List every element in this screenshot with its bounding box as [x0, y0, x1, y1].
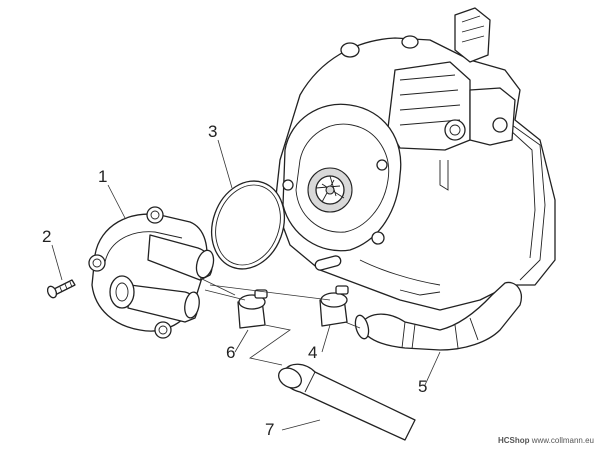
watermark-footer: HCShop www.collmann.eu — [498, 436, 594, 445]
callout-labels: 1 2 3 4 5 6 7 — [42, 122, 427, 439]
hose-clamp-left — [237, 289, 268, 329]
pump-cover — [88, 206, 215, 339]
hose-clamp-right — [319, 285, 349, 327]
callout-7: 7 — [265, 420, 274, 439]
callout-3: 3 — [208, 122, 217, 141]
callout-4: 4 — [308, 343, 317, 362]
callout-5: 5 — [418, 377, 427, 396]
footer-brand: HCShop — [497, 436, 530, 445]
straight-hose — [278, 363, 416, 441]
assembly-lines — [199, 277, 361, 366]
callout-leaders — [51, 139, 441, 431]
footer-site: www.collmann.eu — [531, 436, 594, 445]
o-ring — [211, 180, 285, 270]
engine-housing — [274, 7, 556, 311]
callout-6: 6 — [226, 343, 235, 362]
callout-1: 1 — [98, 167, 107, 186]
coolant-hose — [354, 281, 522, 351]
screw — [46, 279, 76, 299]
callout-2: 2 — [42, 227, 51, 246]
